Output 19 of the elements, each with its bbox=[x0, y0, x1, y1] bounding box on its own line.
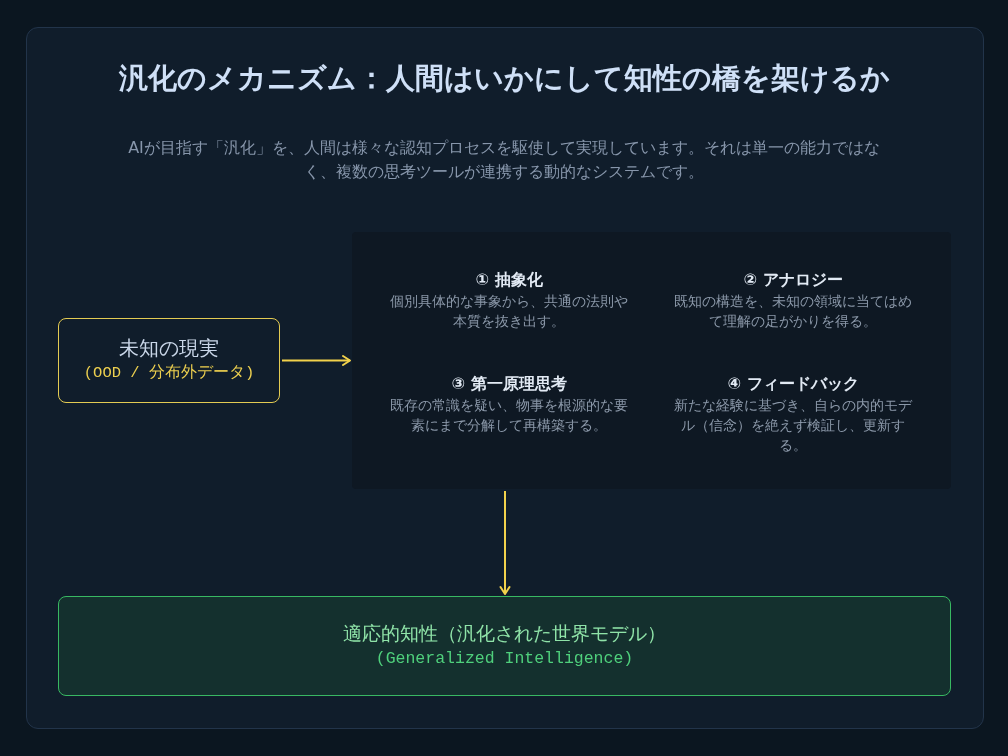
box-subtitle: (Generalized Intelligence) bbox=[375, 648, 634, 670]
item-description: 既知の構造を、未知の領域に当てはめて理解の足がかりを得る。 bbox=[673, 292, 913, 331]
arrow bbox=[499, 490, 511, 595]
process-panel bbox=[352, 232, 951, 489]
box-title: 未知の現実 bbox=[119, 335, 219, 361]
box-title: 適応的知性（汎化された世界モデル） bbox=[343, 621, 666, 646]
item-heading: ③ 第一原理思考 bbox=[451, 373, 567, 395]
title: 汎化のメカニズム：人間はいかにして知性の橋を架けるか bbox=[118, 60, 890, 97]
item-heading: ④ フィードバック bbox=[727, 373, 859, 395]
item-heading: ① 抽象化 bbox=[475, 269, 543, 291]
item-description: 既存の常識を疑い、物事を根源的な要素にまで分解して再構築する。 bbox=[389, 396, 629, 435]
input-box bbox=[58, 318, 280, 403]
item-description: 個別具体的な事象から、共通の法則や本質を抜き出す。 bbox=[389, 292, 629, 331]
box-subtitle: (OOD / 分布外データ) bbox=[83, 362, 255, 384]
arrow bbox=[281, 355, 351, 366]
item-heading: ② アナロジー bbox=[743, 269, 843, 291]
subtitle: AIが目指す「汎化」を、人間は様々な認知プロセスを駆使して実現しています。それは単一の能力ではなく、複数の思考ツールが連携する動的なシステムです。 bbox=[127, 137, 881, 183]
item-description: 新たな経験に基づき、自らの内的モデル（信念）を絶えず検証し、更新する。 bbox=[673, 396, 914, 455]
output-box bbox=[58, 596, 951, 696]
